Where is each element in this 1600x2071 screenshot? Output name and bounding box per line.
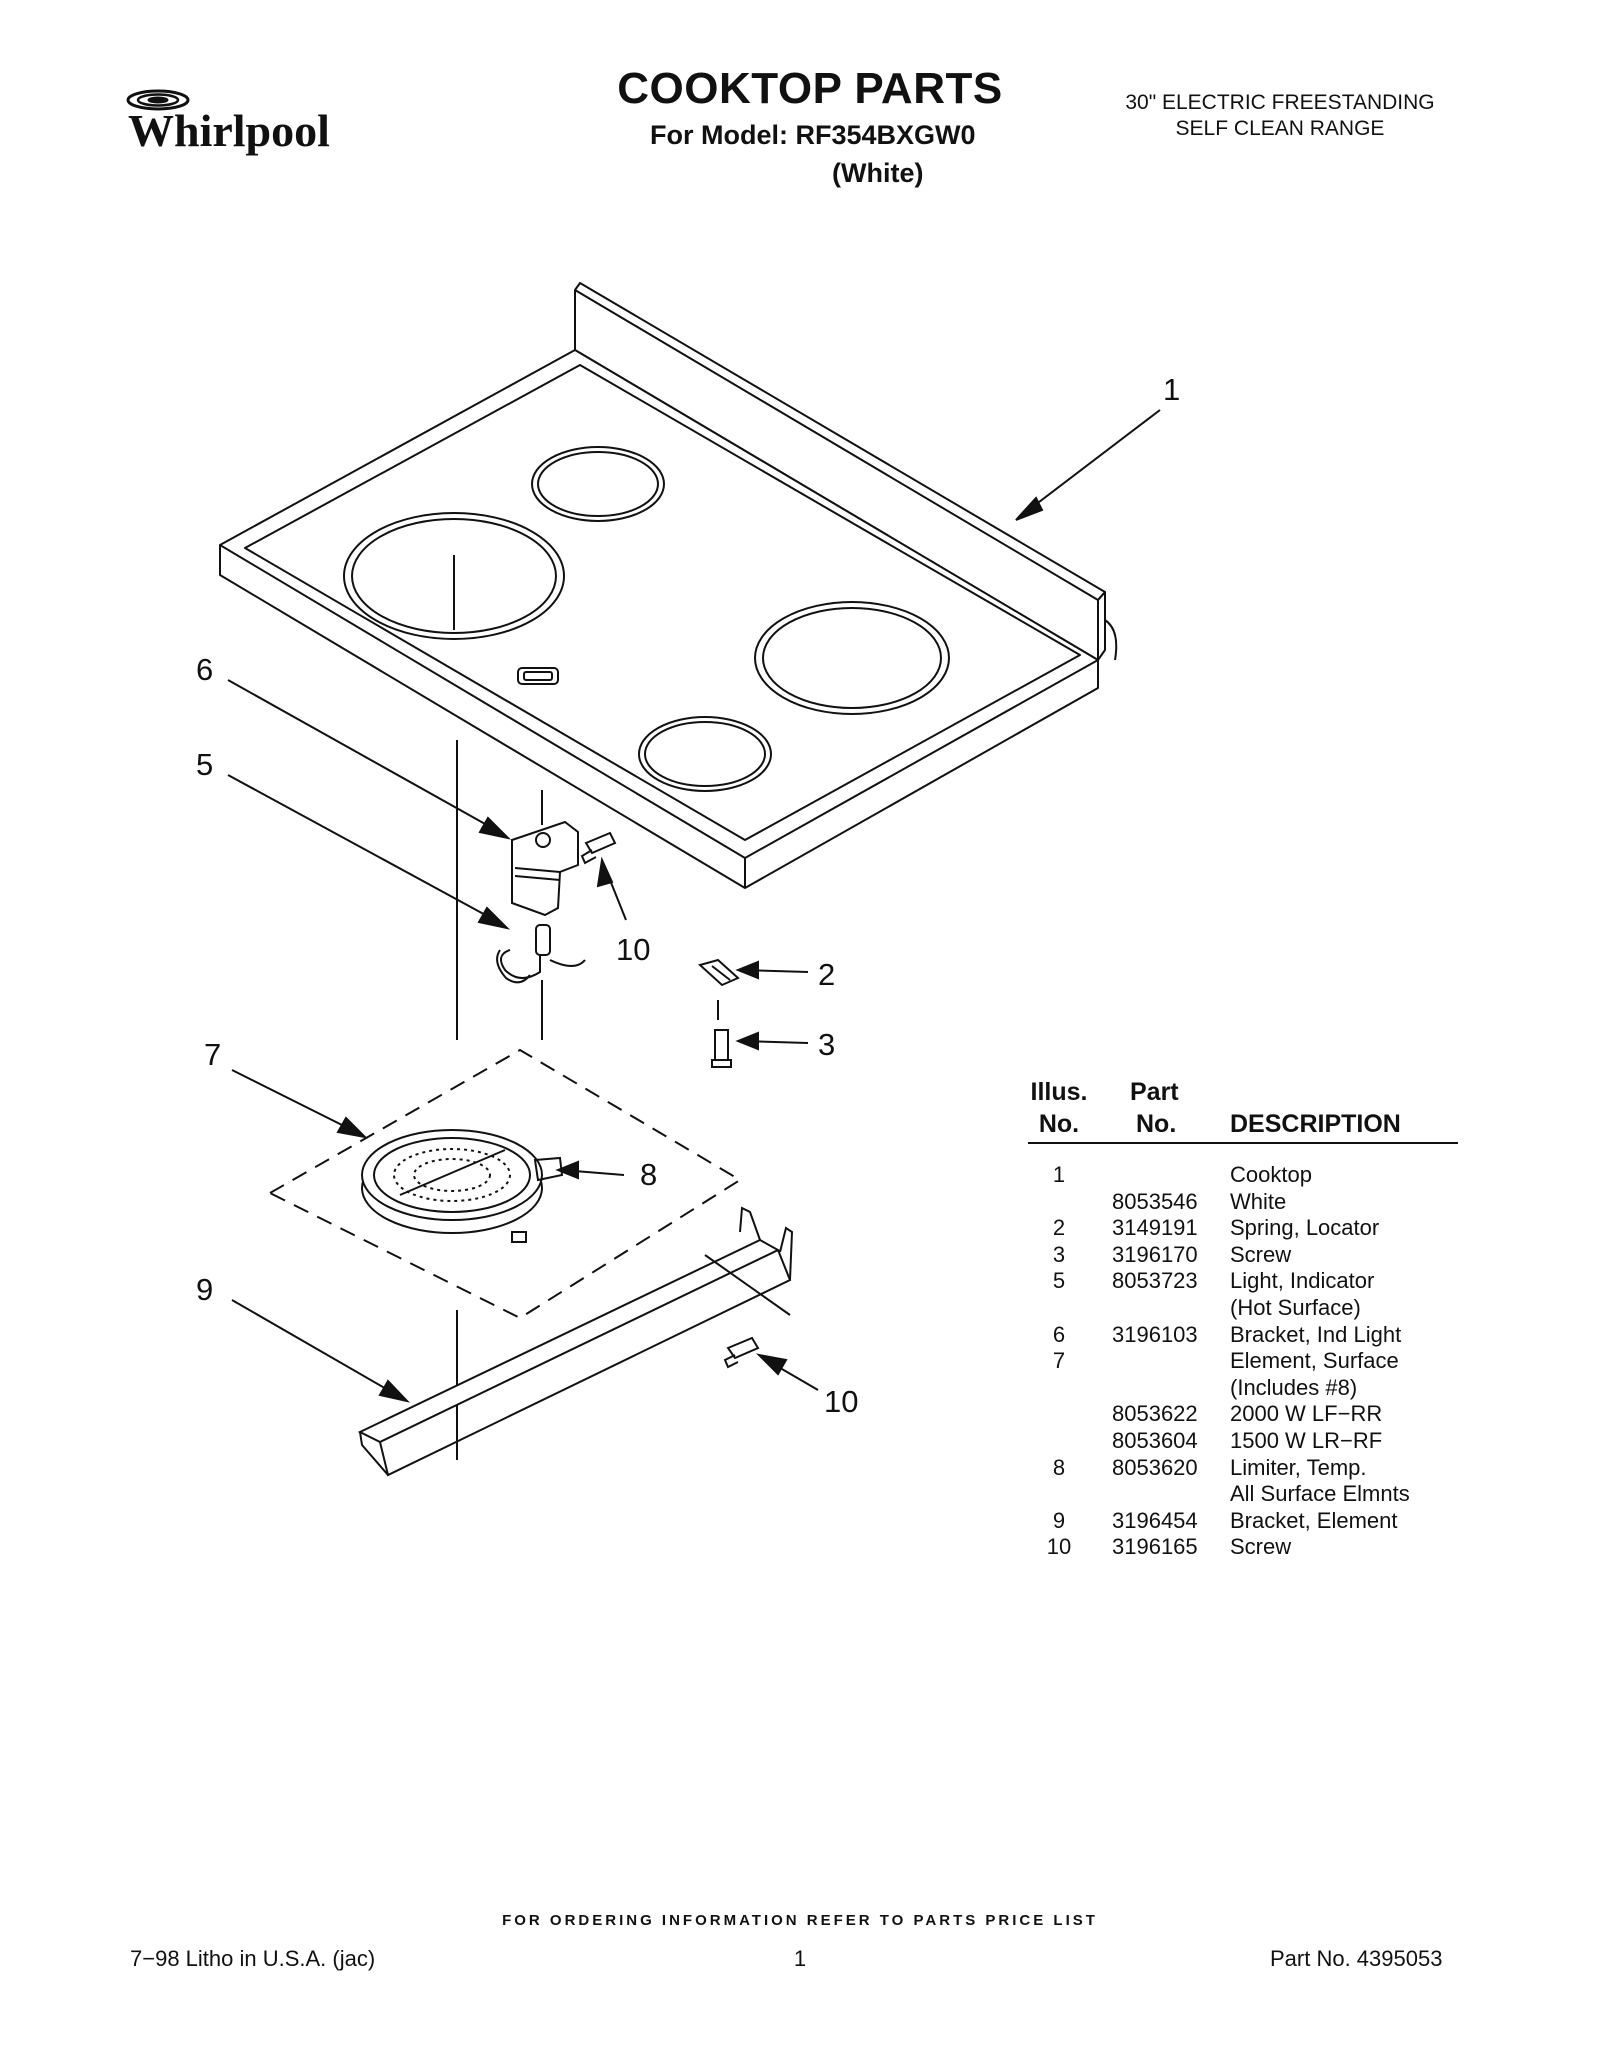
row-description: Spring, Locator xyxy=(1230,1215,1380,1241)
callout-6: 6 xyxy=(196,652,213,687)
row-description: 2000 W LF−RR xyxy=(1230,1401,1383,1427)
surface-element-drawing xyxy=(361,1129,564,1243)
callout-10-top: 10 xyxy=(616,932,650,967)
table-row: (Hot Surface) xyxy=(1028,1295,1468,1322)
row-description: Bracket, Element xyxy=(1230,1507,1398,1533)
callout-7: 7 xyxy=(204,1037,221,1072)
header-part-line-2: No. xyxy=(1136,1110,1177,1138)
row-part-no: 3196454 xyxy=(1112,1507,1198,1533)
table-row: All Surface Elmnts xyxy=(1028,1481,1468,1508)
ordering-note: FOR ORDERING INFORMATION REFER TO PARTS … xyxy=(502,1912,1098,1929)
row-part-no: 3196103 xyxy=(1112,1321,1198,1347)
page-number: 1 xyxy=(793,1946,807,1971)
callout-8: 8 xyxy=(640,1157,657,1192)
row-description: Cooktop xyxy=(1230,1162,1312,1187)
callout-labels: 1 2 3 5 6 7 8 9 10 10 xyxy=(196,372,1180,1419)
model-number: For Model: RF354BXGW0 xyxy=(650,120,976,150)
table-row: 1 Cooktop xyxy=(1028,1162,1468,1189)
table-row: 7 Element, Surface xyxy=(1028,1348,1468,1375)
callout-1: 1 xyxy=(1163,372,1180,407)
table-row: 10 3196165 Screw xyxy=(1028,1534,1468,1561)
table-row: 5 8053723 Light, Indicator xyxy=(1028,1268,1468,1295)
header-illus-line-2: No. xyxy=(1038,1110,1080,1138)
row-part-no: 8053546 xyxy=(1112,1188,1198,1214)
table-row: 3 3196170 Screw xyxy=(1028,1242,1468,1269)
row-illus-no: 6 xyxy=(1052,1321,1066,1347)
table-row: 8053546 White xyxy=(1028,1189,1468,1216)
row-description: Bracket, Ind Light xyxy=(1230,1321,1402,1347)
light-bracket-drawing xyxy=(511,820,617,917)
element-bracket-drawing xyxy=(357,1206,794,1477)
litho-info: 7−98 Litho in U.S.A. (jac) xyxy=(130,1946,376,1971)
leader-arrows xyxy=(227,409,1161,1403)
screw-10-bottom-drawing xyxy=(723,1336,760,1369)
callout-3: 3 xyxy=(818,1027,835,1062)
row-part-no: 3196170 xyxy=(1112,1241,1198,1267)
row-illus-no: 5 xyxy=(1052,1268,1066,1294)
row-illus-no: 9 xyxy=(1052,1507,1066,1533)
product-type-line-1: 30" ELECTRIC FREESTANDING xyxy=(1125,91,1435,114)
header-divider xyxy=(1028,1142,1458,1144)
table-row: 8 8053620 Limiter, Temp. xyxy=(1028,1455,1468,1482)
callout-2: 2 xyxy=(818,957,835,992)
product-type-line-2: SELF CLEAN RANGE xyxy=(1175,117,1385,140)
callout-5: 5 xyxy=(196,747,213,782)
row-description: All Surface Elmnts xyxy=(1230,1481,1410,1507)
document-part-number: Part No. 4395053 xyxy=(1270,1946,1443,1971)
table-row: 8053604 1500 W LR−RF xyxy=(1028,1428,1468,1455)
table-row: 9 3196454 Bracket, Element xyxy=(1028,1508,1468,1535)
row-illus-no: 2 xyxy=(1052,1215,1066,1241)
row-part-no: 8053620 xyxy=(1112,1454,1198,1480)
callout-9: 9 xyxy=(196,1272,213,1307)
cooktop-drawing xyxy=(219,282,1118,889)
row-description: Screw xyxy=(1230,1534,1292,1560)
element-outline-dashed xyxy=(267,1048,742,1320)
row-illus-no: 8 xyxy=(1052,1454,1066,1480)
table-row: 8053622 2000 W LF−RR xyxy=(1028,1401,1468,1428)
table-rows: 1 Cooktop 8053546 White 2 3149191 Spring, Loca… xyxy=(1028,1162,1468,1561)
spring-and-screw-drawing xyxy=(697,958,740,1068)
row-illus-no: 3 xyxy=(1052,1241,1066,1267)
row-illus-no: 1 xyxy=(1052,1162,1066,1187)
svg-text:Whirlpool: Whirlpool xyxy=(128,105,330,156)
whirlpool-logo: Whirlpool xyxy=(126,89,330,156)
table-row: 6 3196103 Bracket, Ind Light xyxy=(1028,1322,1468,1349)
table-row: 2 3149191 Spring, Locator xyxy=(1028,1215,1468,1242)
header-part-line-1: Part xyxy=(1130,1078,1179,1106)
header-description: DESCRIPTION xyxy=(1230,1110,1401,1138)
row-description: Limiter, Temp. xyxy=(1230,1454,1367,1480)
page-title: COOKTOP PARTS xyxy=(617,64,1003,113)
row-part-no: 8053604 xyxy=(1112,1427,1198,1453)
indicator-light-drawing xyxy=(496,924,586,984)
row-part-no: 8053622 xyxy=(1112,1401,1198,1427)
row-description: 1500 W LR−RF xyxy=(1230,1427,1383,1453)
row-description: White xyxy=(1230,1188,1287,1214)
product-type: 30" ELECTRIC FREESTANDING SELF CLEAN RAN… xyxy=(1080,90,1480,142)
callout-10-bottom: 10 xyxy=(824,1384,858,1419)
row-description: (Hot Surface) xyxy=(1230,1294,1361,1320)
table-row: (Includes #8) xyxy=(1028,1375,1468,1402)
row-part-no: 3149191 xyxy=(1112,1215,1198,1241)
row-description: Element, Surface xyxy=(1230,1348,1399,1374)
row-description: Screw xyxy=(1230,1241,1292,1267)
header-illus-line-1: Illus. xyxy=(1030,1078,1088,1106)
row-description: Light, Indicator xyxy=(1230,1268,1375,1294)
row-illus-no: 10 xyxy=(1046,1534,1072,1560)
row-part-no: 8053723 xyxy=(1112,1268,1198,1294)
row-part-no: 3196165 xyxy=(1112,1534,1198,1560)
row-description: (Includes #8) xyxy=(1230,1374,1358,1400)
row-illus-no: 7 xyxy=(1052,1348,1066,1374)
model-color: (White) xyxy=(832,158,924,188)
